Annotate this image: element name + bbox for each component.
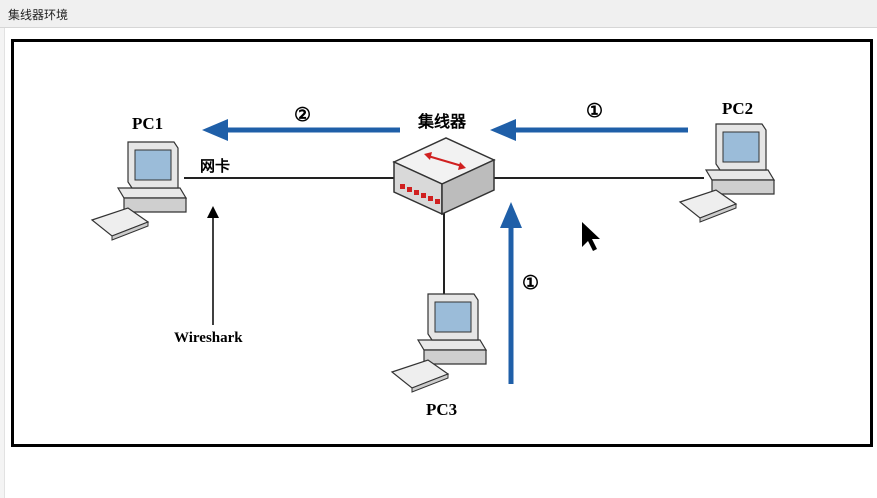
flow-arrow-pc3-to-hub xyxy=(500,202,522,384)
step-label-pc3-to-hub: ① xyxy=(522,273,540,294)
pc3-label: PC3 xyxy=(426,400,458,419)
step-label-pc2-to-hub: ① xyxy=(586,101,604,122)
pc2-computer-icon xyxy=(678,123,776,223)
pc3-computer-icon xyxy=(390,293,488,393)
window-title: 集线器环境 xyxy=(8,8,69,22)
flow-arrow-pc2-to-hub xyxy=(490,119,688,141)
step-label-hub-to-pc1: ② xyxy=(294,105,312,126)
mouse-cursor-icon xyxy=(582,222,600,251)
diagram-canvas xyxy=(184,119,704,384)
window-titlebar: 集线器环境 xyxy=(0,0,877,28)
flow-arrow-hub-to-pc1 xyxy=(202,119,400,141)
window-left-edge xyxy=(0,28,5,498)
hub-label: 集线器 xyxy=(418,114,467,131)
pc1-label: PC1 xyxy=(132,114,164,133)
nic-label: 网卡 xyxy=(200,159,231,175)
hub-device xyxy=(392,137,496,216)
wireshark-label: Wireshark xyxy=(174,330,243,346)
network-diagram: 集线器 PC1 PC2 PC3 网卡 Wireshark ② ① ① xyxy=(11,39,873,447)
pc2-label: PC2 xyxy=(722,99,754,118)
pc1-computer-icon xyxy=(90,141,188,241)
